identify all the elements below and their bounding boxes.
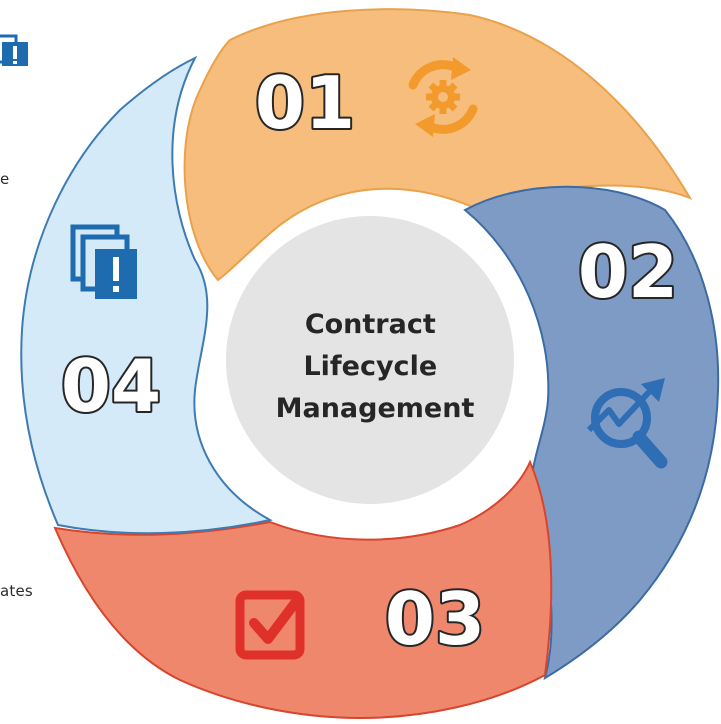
center-title: Contract Lifecycle Management — [276, 309, 475, 424]
segment-01-number: 01 — [255, 61, 355, 145]
segment-03 — [53, 459, 553, 720]
segment-04-number: 04 — [61, 344, 161, 428]
documents-alert-icon — [70, 224, 137, 299]
segment-04 — [20, 55, 273, 535]
documents-alert-icon — [0, 34, 28, 66]
center-title-line-3: Management — [276, 393, 475, 424]
edge-text-fragment: e — [0, 170, 10, 188]
segment-02-number: 02 — [578, 230, 678, 314]
center-circle — [226, 216, 514, 504]
gear-cycle-icon — [408, 57, 478, 137]
center-title-line-1: Contract — [305, 309, 436, 340]
segment-03-number: 03 — [385, 577, 485, 661]
center-title-line-2: Lifecycle — [303, 351, 437, 382]
edge-text-fragment: ates — [0, 582, 33, 600]
segment-02 — [463, 185, 720, 681]
checkbox-icon — [235, 590, 305, 660]
search-chart-icon — [586, 378, 668, 469]
